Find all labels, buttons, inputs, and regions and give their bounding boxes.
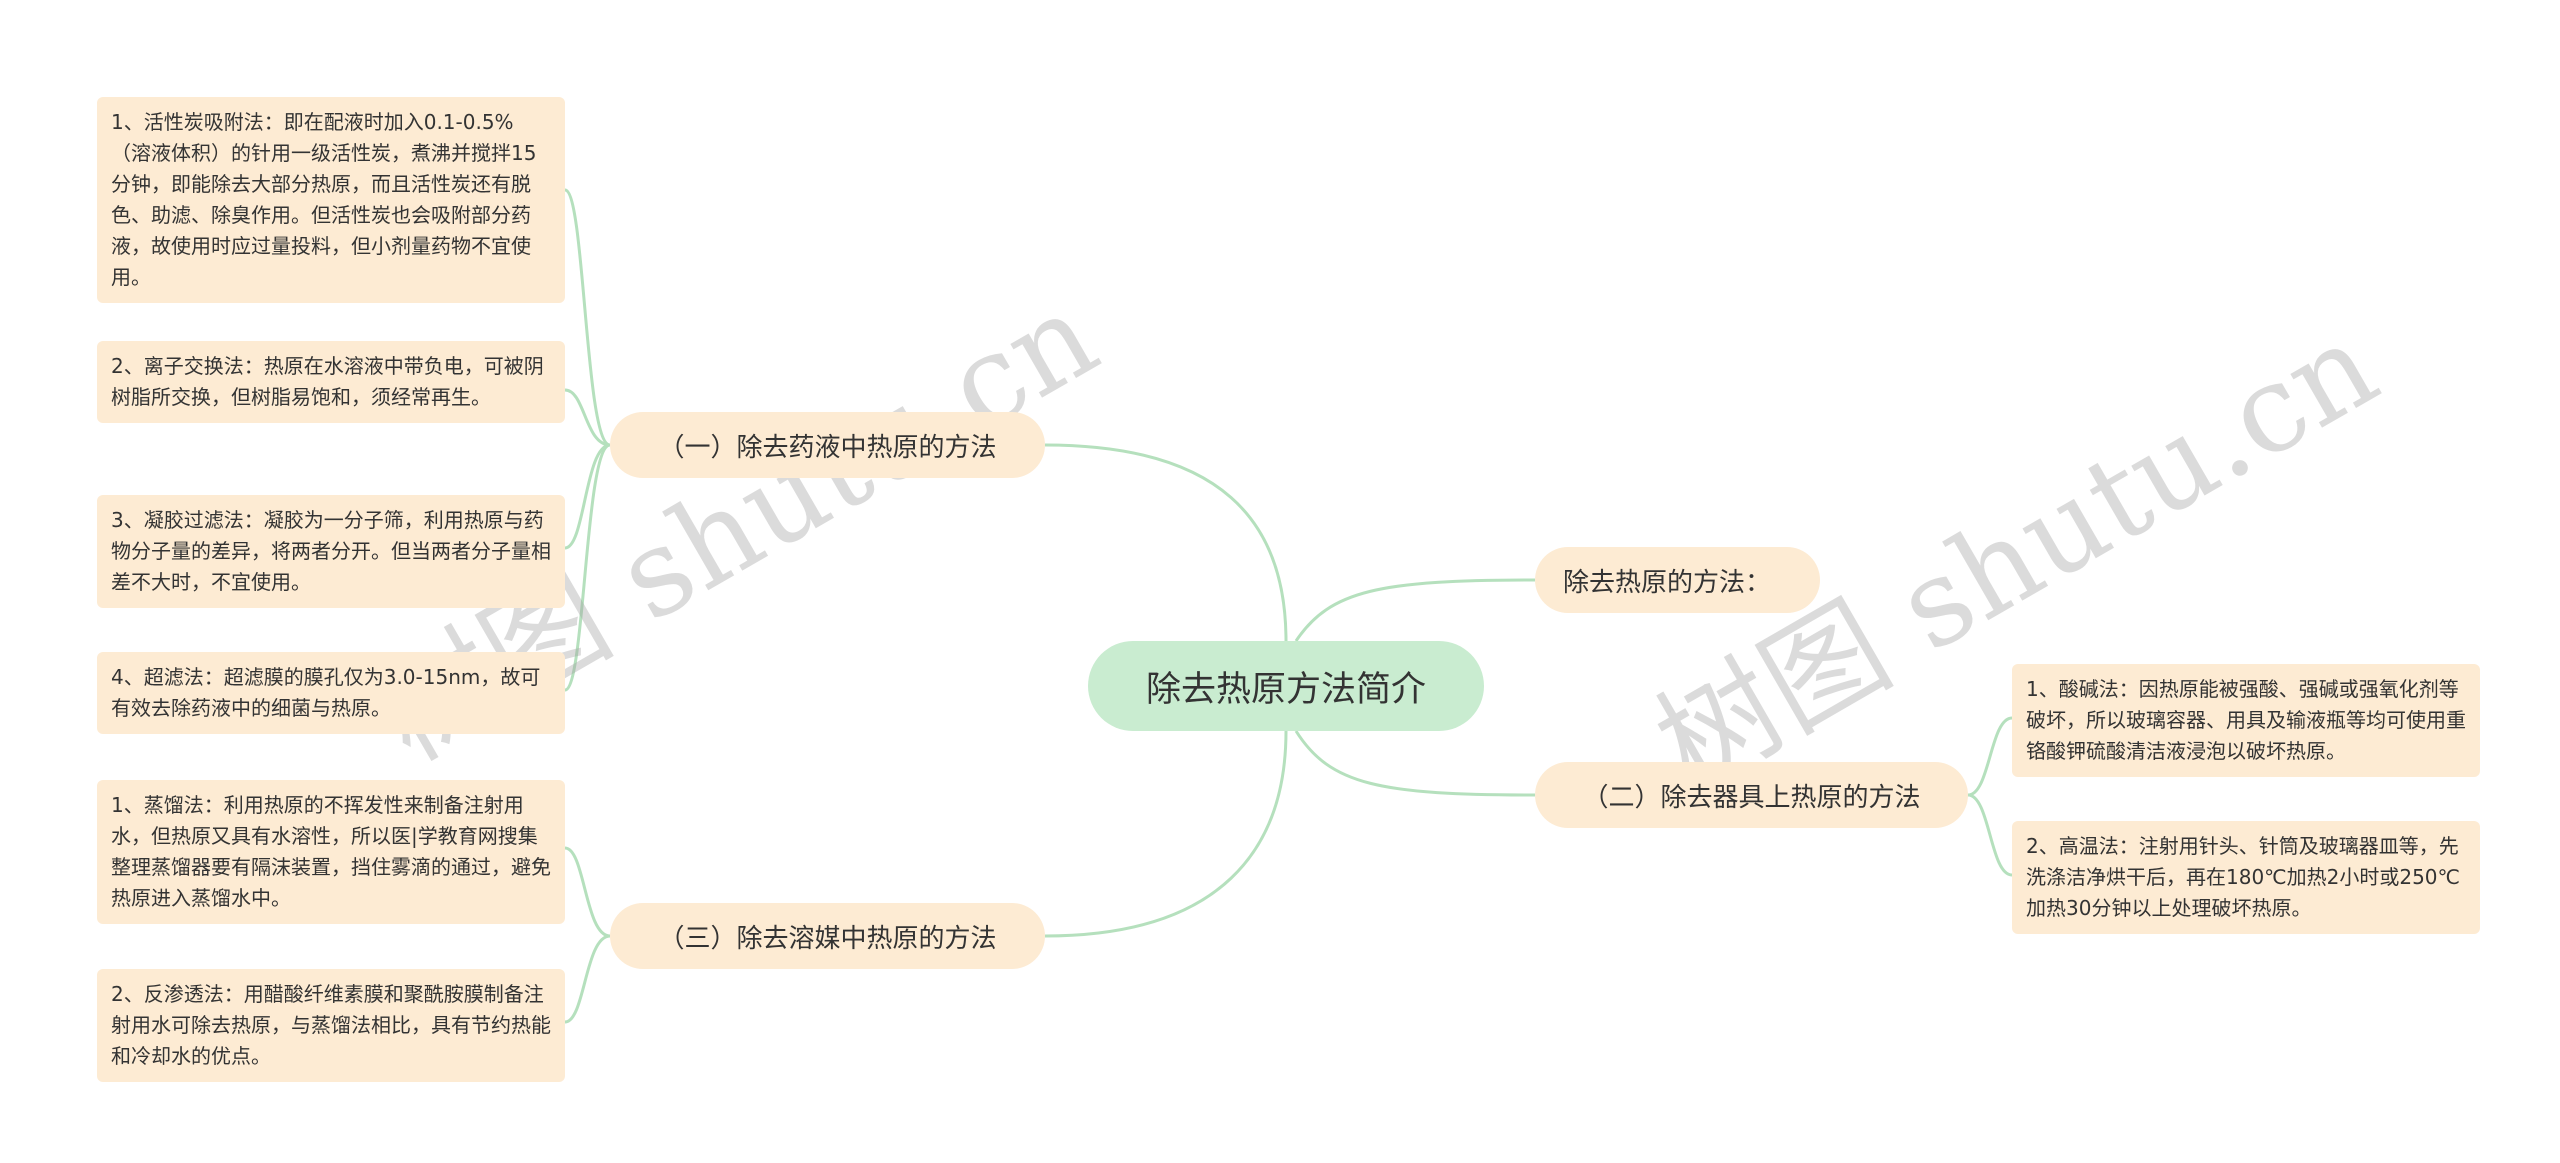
leaf-high-temperature[interactable]: 2、高温法：注射用针头、针筒及玻璃器皿等，先洗涤洁净烘干后，再在180℃加热2小… [2012, 821, 2480, 934]
link-root-branch-1 [1044, 443, 1288, 642]
leaf-distillation[interactable]: 1、蒸馏法：利用热原的不挥发性来制备注射用水，但热原又具有水溶性，所以医|学教育… [97, 780, 565, 924]
root-topic[interactable]: 除去热原方法简介 [1088, 641, 1484, 731]
leaf-reverse-osmosis[interactable]: 2、反渗透法：用醋酸纤维素膜和聚酰胺膜制备注射用水可除去热原，与蒸馏法相比，具有… [97, 969, 565, 1082]
link-b4-leaf-2 [1967, 793, 2013, 877]
link-b1-leaf-4 [564, 443, 611, 692]
leaf-ultrafiltration[interactable]: 4、超滤法：超滤膜的膜孔仅为3.0-15nm，故可有效去除药液中的细菌与热原。 [97, 652, 565, 734]
leaf-activated-carbon[interactable]: 1、活性炭吸附法：即在配液时加入0.1-0.5%（溶液体积）的针用一级活性炭，煮… [97, 97, 565, 303]
leaf-acid-base[interactable]: 1、酸碱法：因热原能被强酸、强碱或强氧化剂等破坏，所以玻璃容器、用具及输液瓶等均… [2012, 664, 2480, 777]
link-root-branch-2 [1294, 578, 1536, 642]
link-b1-leaf-1 [564, 188, 611, 447]
branch-methods-heading[interactable]: 除去热原的方法： [1535, 547, 1820, 613]
branch-remove-from-equipment[interactable]: （二）除去器具上热原的方法 [1535, 762, 1968, 828]
link-b4-leaf-1 [1967, 716, 2013, 797]
leaf-ion-exchange[interactable]: 2、离子交换法：热原在水溶液中带负电，可被阴树脂所交换，但树脂易饱和，须经常再生… [97, 341, 565, 423]
branch-remove-from-solvent[interactable]: （三）除去溶媒中热原的方法 [610, 903, 1045, 969]
link-b1-leaf-3 [564, 443, 611, 550]
link-b1-leaf-2 [564, 388, 611, 447]
leaf-gel-filtration[interactable]: 3、凝胶过滤法：凝胶为一分子筛，利用热原与药物分子量的差异，将两者分开。但当两者… [97, 495, 565, 608]
link-root-branch-4 [1294, 730, 1536, 797]
branch-remove-from-drug-solution[interactable]: （一）除去药液中热原的方法 [610, 412, 1045, 478]
link-root-branch-3 [1044, 730, 1288, 938]
link-b3-leaf-1 [564, 846, 611, 938]
link-b3-leaf-2 [564, 934, 611, 1024]
